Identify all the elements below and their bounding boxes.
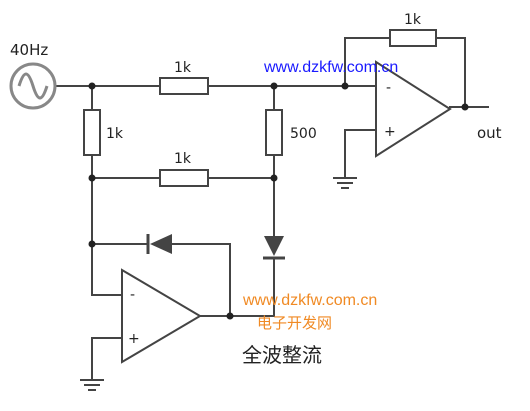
feedback-resistor-top-label: 1k — [404, 12, 422, 28]
shunt-resistor-left — [83, 109, 101, 156]
shunt-resistor-mid — [265, 109, 283, 156]
bottom-resistor — [159, 169, 209, 187]
opamp-bottom-plus: + — [128, 331, 140, 347]
input-resistor — [159, 77, 209, 95]
bottom-resistor-label: 1k — [174, 151, 192, 167]
feedback-resistor-top — [389, 29, 437, 47]
watermark-site-name: 电子开发网 — [257, 314, 332, 332]
opamp-top — [375, 60, 452, 158]
wires — [55, 37, 489, 381]
shunt-resistor-left-label: 1k — [106, 126, 124, 142]
output-diode — [263, 236, 285, 260]
opamp-bottom — [121, 268, 202, 364]
watermark-url-bottom: www.dzkfw.com.cn — [242, 292, 377, 309]
watermark-url-top: www.dzkfw.com.cn — [263, 59, 398, 76]
ground-top — [333, 177, 357, 189]
input-resistor-label: 1k — [174, 60, 192, 76]
source-frequency-label: 40Hz — [10, 41, 48, 59]
ground-bottom — [80, 379, 104, 391]
opamp-bottom-minus: - — [130, 287, 135, 303]
output-label: out — [477, 124, 502, 142]
opamp-top-plus: + — [384, 124, 396, 140]
ac-source — [9, 62, 57, 110]
opamp-top-minus: - — [386, 80, 391, 96]
shunt-resistor-mid-label: 500 — [290, 126, 317, 142]
junction-nodes — [88, 82, 469, 320]
feedback-diode — [146, 234, 172, 254]
caption: 全波整流 — [242, 343, 322, 367]
